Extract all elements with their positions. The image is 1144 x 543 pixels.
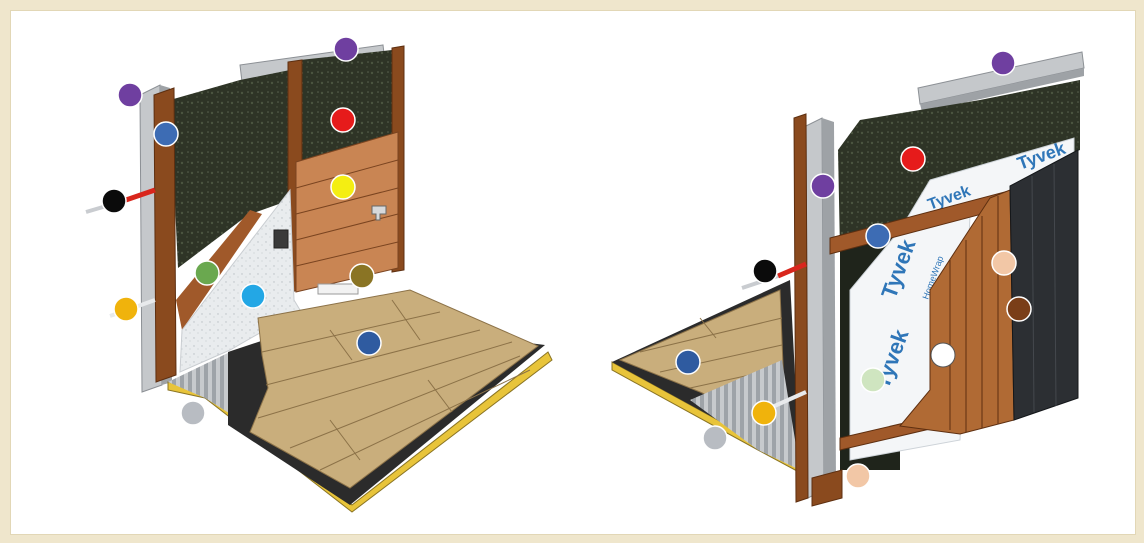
marker-black-pipe-r — [753, 259, 777, 283]
marker-peach-siding-r — [992, 251, 1016, 275]
marker-cyan-board — [241, 284, 265, 308]
marker-green-sheathing — [195, 261, 219, 285]
marker-lightgreen-wrap-r — [861, 368, 885, 392]
marker-purple-stud-r — [811, 174, 835, 198]
marker-brown-cladding-r — [1007, 297, 1031, 321]
marker-olive-base — [350, 264, 374, 288]
left-vent — [318, 284, 358, 294]
marker-blue-floor-r — [676, 350, 700, 374]
marker-yellow-siding — [331, 175, 355, 199]
marker-purple-top — [334, 37, 358, 61]
marker-gray-track — [181, 401, 205, 425]
marker-peach-base-r — [846, 464, 870, 488]
right-dark-cladding — [1010, 150, 1078, 420]
marker-white-batten-r — [931, 343, 955, 367]
marker-purple-left — [118, 83, 142, 107]
marker-red-insulation-r — [901, 147, 925, 171]
marker-orange-pipe-r — [752, 401, 776, 425]
marker-orange-pipe — [114, 297, 138, 321]
marker-red-insulation — [331, 108, 355, 132]
left-outlet-1 — [274, 230, 288, 248]
marker-black-pipe — [102, 189, 126, 213]
marker-blue-furring-r — [866, 224, 890, 248]
marker-gray-track-r — [703, 426, 727, 450]
right-wood-stud — [794, 114, 808, 502]
marker-blue-floor — [357, 331, 381, 355]
marker-blue-stud — [154, 122, 178, 146]
marker-purple-top-r — [991, 51, 1015, 75]
